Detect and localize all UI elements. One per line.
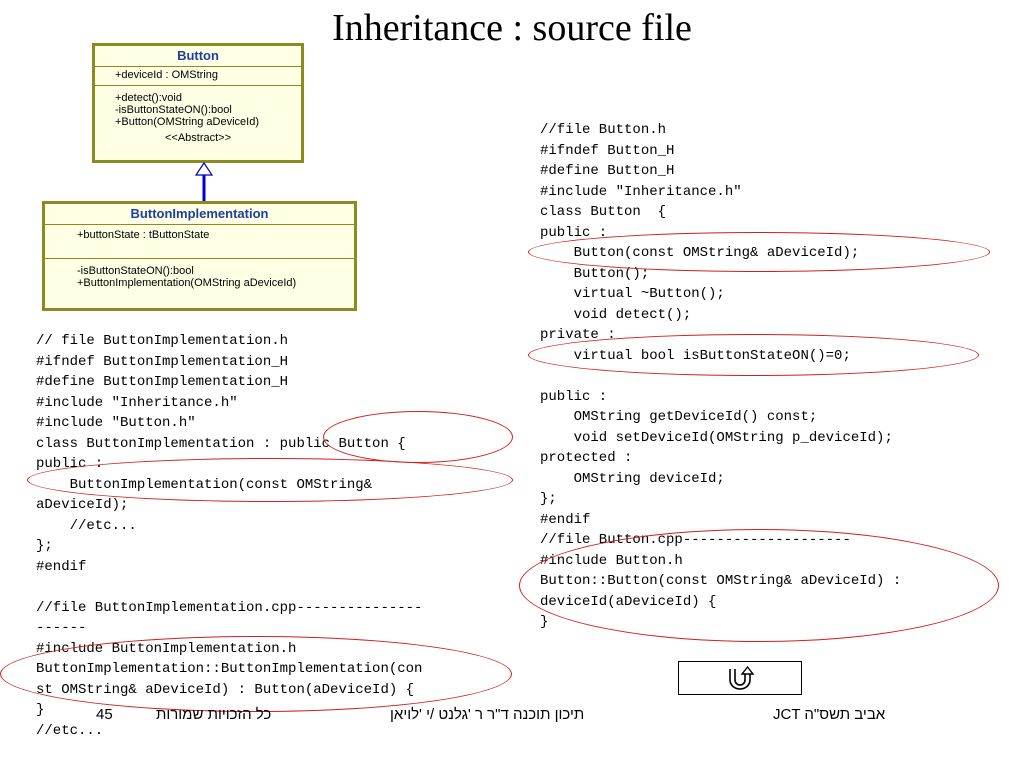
code-line: #endif xyxy=(36,558,87,575)
code-line: #include "Inheritance.h" xyxy=(36,394,238,411)
code-line: #include Button.h xyxy=(540,552,683,569)
code-line: class Button { xyxy=(540,204,667,220)
code-line: #define Button_H xyxy=(540,163,675,179)
uml-class-name: ButtonImplementation xyxy=(45,204,354,225)
code-line: Button::Button(const OMString& aDeviceId… xyxy=(540,573,902,589)
code-line: ButtonImplementation::ButtonImplementati… xyxy=(36,661,423,677)
code-line: }; xyxy=(540,491,557,507)
code-line: st OMString& aDeviceId) : Button(aDevice… xyxy=(36,681,415,698)
code-line: deviceId(aDeviceId) { xyxy=(540,593,717,610)
uml-operations: -isButtonStateON():bool +ButtonImplement… xyxy=(45,259,354,289)
code-line: //file Button.cpp-------------------- xyxy=(540,532,851,548)
code-line: ------ xyxy=(36,620,87,636)
footer-org: JCT אביב תשס"ה xyxy=(773,706,886,723)
code-line: }; xyxy=(36,538,53,554)
code-line: virtual ~Button(); xyxy=(540,286,725,302)
code-line: #include "Button.h" xyxy=(36,415,196,431)
code-line: void detect(); xyxy=(540,306,692,323)
uml-stereotype: <<Abstract>> xyxy=(164,132,232,144)
code-listing-button: //file Button.h #ifndef Button_H #define… xyxy=(540,120,901,633)
uml-attribute: +buttonState : tButtonState xyxy=(77,229,210,241)
uml-operation: +ButtonImplementation(OMString aDeviceId… xyxy=(77,277,297,289)
code-line: aDeviceId); xyxy=(36,497,129,513)
footer-rights: כל הזכויות שמורות xyxy=(156,706,272,723)
code-line: virtual bool isButtonStateON()=0; xyxy=(540,347,851,364)
uml-attribute: +deviceId : OMString xyxy=(115,69,219,81)
uml-class-button-implementation: ButtonImplementation +buttonState : tBut… xyxy=(42,201,357,311)
code-line: //etc... xyxy=(36,722,104,739)
uml-operations: +detect():void -isButtonStateON():bool +… xyxy=(95,86,301,146)
inheritance-arrow xyxy=(194,162,214,204)
uml-attributes: +deviceId : OMString xyxy=(95,67,301,86)
code-line: ButtonImplementation(const OMString& xyxy=(36,476,373,493)
uml-operation: +detect():void xyxy=(115,92,182,104)
return-arrow-icon xyxy=(729,666,755,690)
code-line: private : xyxy=(540,327,616,343)
code-line: protected : xyxy=(540,450,633,466)
code-line: #ifndef Button_H xyxy=(540,142,675,159)
uml-class-button: Button +deviceId : OMString +detect():vo… xyxy=(92,43,304,163)
code-line: #include "Inheritance.h" xyxy=(540,183,742,200)
footer-course: תיכון תוכנה ד"ר ר 'גלנט /י 'לויאן xyxy=(390,706,585,723)
code-line: //file Button.h xyxy=(540,122,667,138)
uml-attributes: +buttonState : tButtonState xyxy=(45,225,354,259)
footer-page-number: 45 xyxy=(96,706,113,723)
slide-title: Inheritance : source file xyxy=(332,7,692,49)
code-line: public : xyxy=(540,388,608,405)
code-line: public : xyxy=(540,224,608,241)
code-line: } xyxy=(540,614,549,630)
uml-operation: +Button(OMString aDeviceId) xyxy=(115,116,259,128)
uml-operation: -isButtonStateON():bool xyxy=(77,265,194,277)
code-line: OMString getDeviceId() const; xyxy=(540,409,818,425)
code-line: #define ButtonImplementation_H xyxy=(36,374,289,390)
code-line: Button(const OMString& aDeviceId); xyxy=(540,245,860,261)
code-line: } xyxy=(36,702,45,718)
code-line: //etc... xyxy=(36,517,137,534)
uml-operation: -isButtonStateON():bool xyxy=(115,104,232,116)
code-line: #endif xyxy=(540,511,591,528)
code-listing-button-implementation: // file ButtonImplementation.h #ifndef B… xyxy=(36,331,422,741)
return-nav-button[interactable] xyxy=(678,661,802,695)
code-line: Button(); xyxy=(540,265,650,282)
code-line: class ButtonImplementation : public Butt… xyxy=(36,435,406,452)
code-line: public : xyxy=(36,456,104,472)
code-line: #include ButtonImplementation.h xyxy=(36,640,297,657)
code-line: //file ButtonImplementation.cpp---------… xyxy=(36,599,423,616)
code-line: #ifndef ButtonImplementation_H xyxy=(36,353,289,370)
code-line: OMString deviceId; xyxy=(540,470,725,487)
code-line: // file ButtonImplementation.h xyxy=(36,333,289,349)
uml-class-name: Button xyxy=(95,46,301,67)
code-line: void setDeviceId(OMString p_deviceId); xyxy=(540,429,893,446)
